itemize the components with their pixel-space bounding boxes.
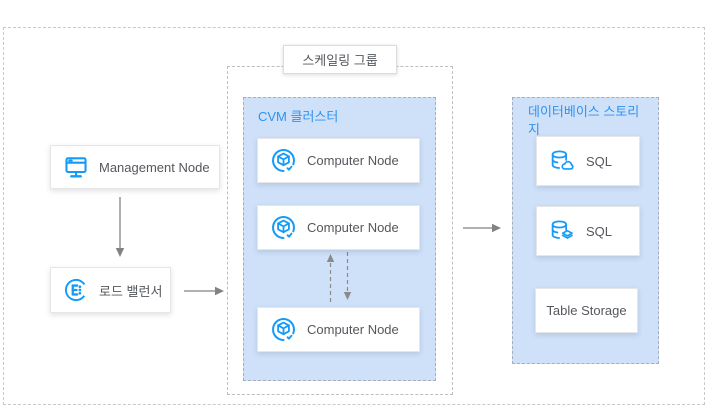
database-storage-title: 데이터베이스 스토리지 (528, 104, 640, 137)
computer-node-label: Computer Node (307, 322, 399, 337)
table-storage-box: Table Storage (535, 288, 638, 333)
table-storage-label: Table Storage (546, 303, 627, 318)
database-cloud-icon (551, 149, 574, 170)
scaling-group-label: 스케일링 그룹 (302, 53, 378, 68)
computer-node-box-2: Computer Node (257, 205, 420, 250)
sql-label: SQL (586, 223, 613, 239)
sql-label: SQL (586, 153, 613, 169)
cvm-icon (272, 216, 295, 239)
cvm-icon (272, 149, 295, 172)
outer-dashed-frame (3, 27, 705, 405)
database-layers-icon (551, 219, 573, 239)
management-node-label: Management Node (99, 159, 210, 175)
computer-node-box-3: Computer Node (257, 307, 420, 352)
load-balancer-icon (64, 278, 88, 302)
computer-node-label: Computer Node (307, 153, 399, 168)
computer-node-label: Computer Node (307, 220, 399, 235)
management-node-box: Management Node (50, 145, 220, 189)
cvm-cluster-title: CVM 클러스터 (258, 109, 339, 124)
scaling-group-label-box: 스케일링 그룹 (283, 45, 397, 74)
load-balancer-box: 로드 밸런서 (50, 267, 171, 313)
sql-cloud-box: SQL (536, 136, 640, 186)
load-balancer-label: 로드 밸런서 (99, 283, 163, 299)
cvm-icon (272, 318, 295, 341)
monitor-icon (65, 157, 87, 178)
sql-layers-box: SQL (536, 206, 640, 256)
computer-node-box-1: Computer Node (257, 138, 420, 183)
